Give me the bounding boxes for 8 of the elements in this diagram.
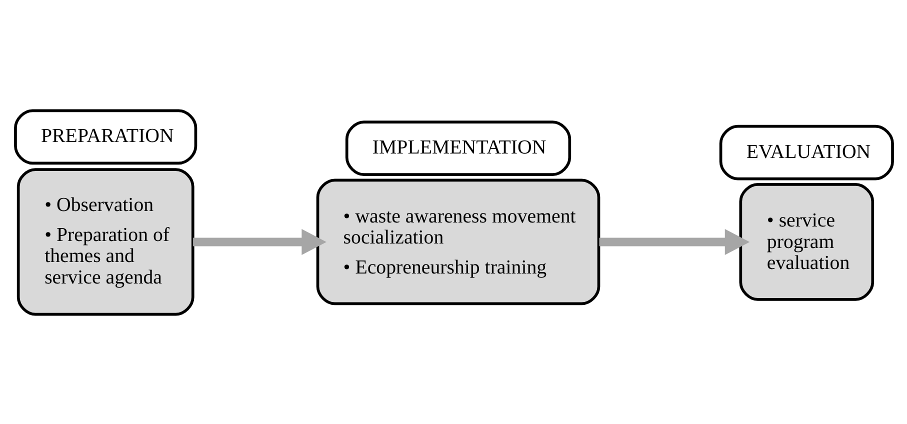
node-box: • waste awareness movement socialization • Ecopreneurship training: [316, 178, 600, 305]
node-box: IMPLEMENTATION: [344, 120, 571, 176]
arrow: [598, 228, 750, 254]
node-box: • service program evaluation: [738, 182, 874, 300]
arrow: [192, 228, 326, 254]
node-box: EVALUATION: [718, 124, 894, 180]
node-box: • Observation • Preparation of themes and service agenda: [16, 168, 194, 316]
node-box: PREPARATION: [14, 108, 197, 164]
